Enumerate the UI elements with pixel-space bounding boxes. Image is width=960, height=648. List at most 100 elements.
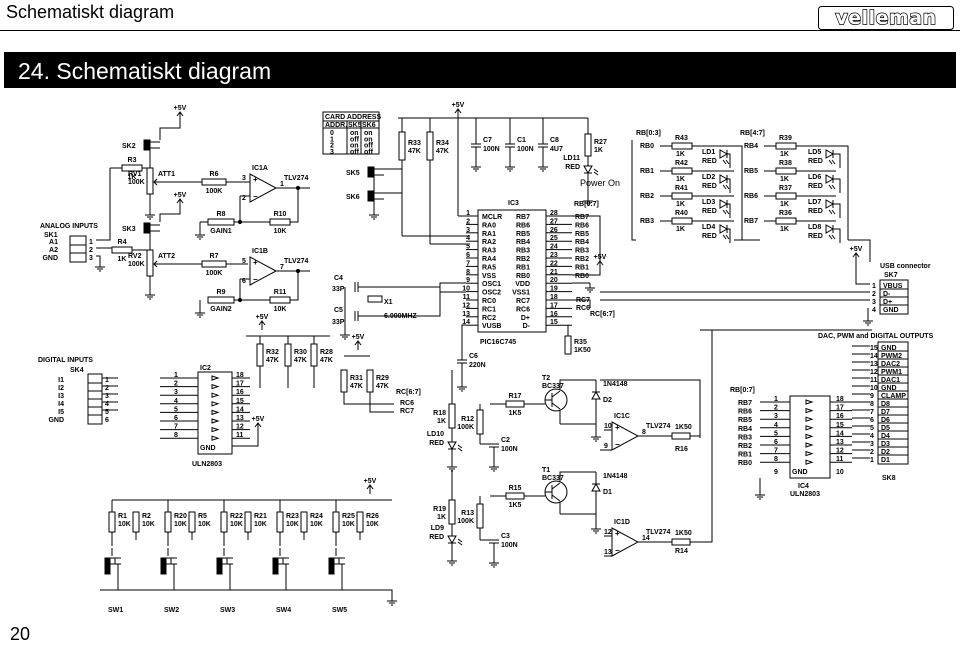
switch-series [244,511,252,533]
r27-resistor [584,133,592,157]
ic4-pin-number: 6 [774,439,778,446]
r3-resistor [121,164,143,172]
ground-symbol [340,330,350,340]
section-banner: 24. Schematiskt diagram [4,52,956,88]
t2-transistor-value: BC337 [542,383,564,390]
mcu-bus-label: RB0 [575,273,589,280]
r35-resistor-value: 1K50 [574,347,591,354]
wire [572,299,591,308]
r9-resistor [207,296,235,304]
ground-symbol [195,308,205,318]
led-right-emission [828,209,836,215]
ic4-input-label: RB6 [738,409,752,416]
ic2-gate [211,401,220,407]
sk8-connector-pin-number: 3 [870,441,874,448]
ic2-pin-number: 3 [174,389,178,396]
mcu-pin-name: RB7 [516,214,530,221]
sk2-jumper [143,139,151,151]
ic4-gate [805,459,814,465]
wire [559,379,596,391]
wire [234,271,299,301]
wire [734,145,743,240]
wire [631,140,636,241]
mcu-pin-number: 2 [466,218,470,225]
sk7-connector-pin-name: D+ [883,299,892,306]
rv1-potentiometer-wiper [153,178,164,186]
c6-capacitor-ref: C6 [469,353,478,360]
sk8-connector-pin-name: PWM2 [881,353,902,360]
ic4-input-label: RB4 [738,426,752,433]
r10-resistor [269,218,291,226]
ic2-pin-number: 15 [236,398,244,405]
wires [96,117,872,596]
wire [833,203,841,218]
pullup-resistor-ref: R30 [294,349,307,356]
mcu-pin-number: 13 [462,311,470,318]
ic2-pin-number: 11 [236,432,244,439]
mcu-pin-name: RA5 [482,264,496,271]
switch-pullup-ref: R22 [230,513,243,520]
card-address-col: SK6 [362,122,376,129]
led-ref: LD2 [702,174,715,181]
velleman-logo: velleman [818,6,954,30]
switch-ref: SW3 [220,607,235,614]
digital-input-pin-label: I1 [58,377,64,384]
mcu-ic3 [477,209,547,333]
r31-resistor [340,369,348,393]
led-ref: LD6 [808,174,821,181]
led-resistor-right [775,192,797,200]
r4-resistor [111,246,133,254]
mcu-pin-name: RC1 [482,306,496,313]
led-value: RED [702,233,717,240]
card-address-col: ADDR. [325,122,347,129]
ic2-pin-number: 4 [174,398,178,405]
ld10-led-value: RED [429,440,444,447]
ic4-pin-number: 1 [774,396,778,403]
ic4-input-label: RB3 [738,434,752,441]
rv2-potentiometer-name: ATT2 [158,253,175,260]
c3-capacitor-ref: C3 [501,533,510,540]
ic1d-opamp-ref: IC1D [614,519,630,526]
mcu-bus-label: RB4 [575,239,589,246]
led-ref: LD7 [808,199,821,206]
wire [96,247,113,250]
rb-led-label: RB3 [640,218,654,225]
r33-resistor-value: 47K [408,148,421,155]
supply-label: +5V [452,102,465,109]
ground-symbol [145,290,155,300]
pullup-resistor-value: 47K [294,357,307,364]
supply-arrow [176,111,184,121]
r7-resistor-ref: R7 [210,253,219,260]
ic2-pin-number: 17 [236,381,244,388]
card-address-cell: on [350,143,359,150]
ic2-pin-number: 2 [174,381,178,388]
r8-resistor [207,218,235,226]
rv2-potentiometer-ref: RV2 [128,253,142,260]
ic1d-opamp [611,527,640,557]
switch-pullup [164,511,172,533]
r16-resistor [671,432,691,440]
mcu-pin-number: 24 [550,244,558,251]
rb-led-label: RB6 [744,193,758,200]
ld9-led-value: RED [429,534,444,541]
pullup-resistor [284,343,292,367]
mcu-bus-label: RB5 [575,231,589,238]
c2-capacitor-ref: C2 [501,437,510,444]
ic2-part: ULN2803 [192,461,222,468]
ic4-pin-number: 11 [836,456,844,463]
x1-crystal [367,295,383,303]
mcu-pin-number: 5 [466,244,470,251]
switch-series-ref: R2 [142,513,151,520]
r27-resistor-ref: R27 [594,139,607,146]
c5-value: 33P [332,319,345,326]
mcu-pin-name: MCLR [482,214,502,221]
r33-resistor [398,131,406,161]
rb-bus-label: RB[4:7] [740,130,765,137]
mcu-pin-name: RB4 [516,239,530,246]
ic2-gate [211,383,220,390]
led-left-emission [722,234,730,240]
ic4-pin-number: 7 [774,448,778,455]
r4-resistor-value: 1K [118,256,127,263]
sk5-jumper-pins [374,168,384,176]
led-resistor-right [775,167,797,175]
